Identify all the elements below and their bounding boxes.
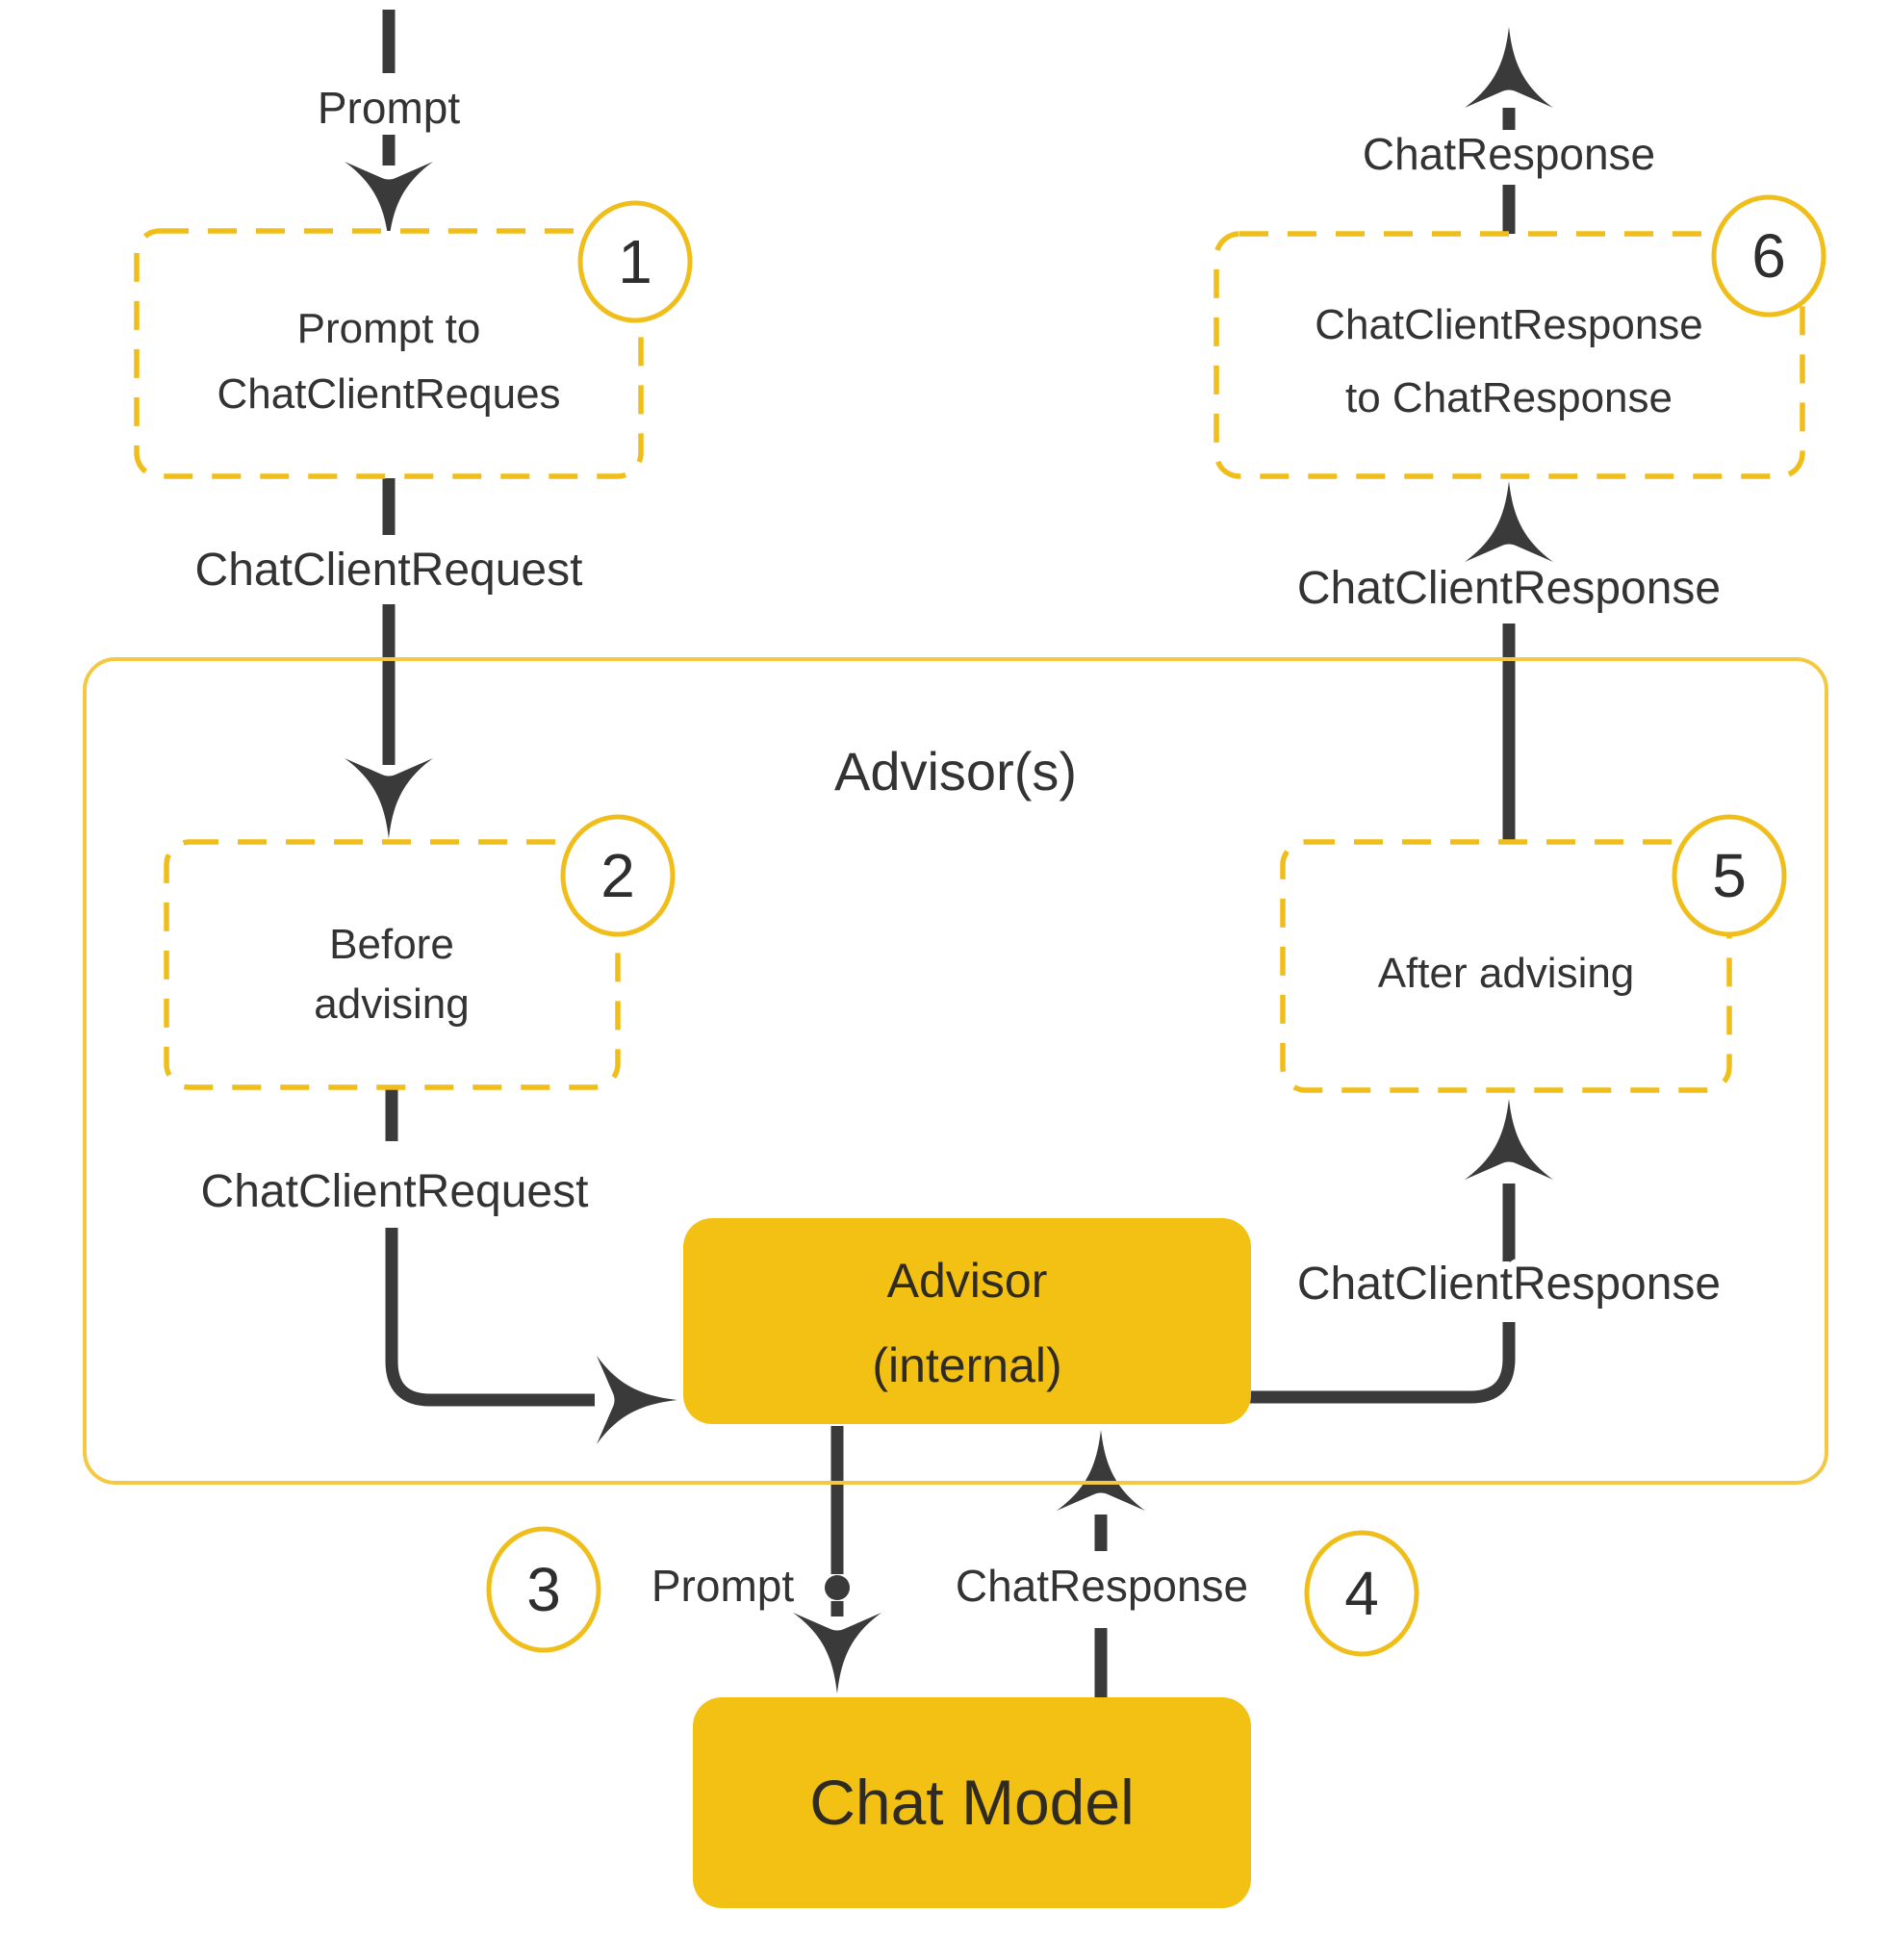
step5-badge-number: 5 xyxy=(1712,841,1747,910)
prompt-bottom-label: Prompt xyxy=(651,1561,794,1611)
chat-client-request-outer-label: ChatClientRequest xyxy=(195,545,583,596)
chat-response-out-label: ChatResponse xyxy=(1363,129,1655,179)
arrow-request-to-step2-head xyxy=(345,758,433,839)
step2-box xyxy=(164,839,621,1090)
step1-text-line1: Prompt to xyxy=(297,305,481,352)
step1-badge-number: 1 xyxy=(618,227,652,296)
arrow-prompt-to-step1-head xyxy=(345,162,433,242)
arrow-into-advisor-head xyxy=(597,1356,677,1444)
chat-model-label: Chat Model xyxy=(809,1767,1135,1838)
step3-badge xyxy=(486,1526,601,1653)
advisor-internal-line2: (internal) xyxy=(872,1338,1061,1392)
step1-box xyxy=(134,228,644,479)
step2-badge-number: 2 xyxy=(600,841,635,910)
advisor-internal-node xyxy=(683,1218,1251,1424)
arrow-into-advisor-bottom-head xyxy=(1057,1430,1145,1511)
elbow-request-to-advisor xyxy=(385,1228,595,1407)
step6-text-line1: ChatClientResponse xyxy=(1315,301,1703,348)
step6-badge-number: 6 xyxy=(1751,221,1786,291)
arrow-into-step6-head xyxy=(1465,481,1553,562)
step2-badge xyxy=(560,814,676,937)
step5-box xyxy=(1280,839,1732,1093)
elbow-advisor-to-response xyxy=(1249,1322,1516,1404)
chat-model-node xyxy=(693,1697,1251,1908)
arrow-response-to-step5-head xyxy=(1465,1099,1553,1180)
chat-client-response-outer-label: ChatClientResponse xyxy=(1297,563,1721,614)
step4-badge-number: 4 xyxy=(1344,1559,1379,1628)
step2-text-line1: Before xyxy=(329,921,454,968)
step1-badge xyxy=(577,200,693,323)
advisors-container-title: Advisor(s) xyxy=(834,741,1077,802)
chat-client-request-inner-label: ChatClientRequest xyxy=(201,1166,589,1217)
step5-text: After advising xyxy=(1378,950,1635,997)
chat-client-response-inner-label: ChatClientResponse xyxy=(1297,1259,1721,1310)
prompt-in-label: Prompt xyxy=(318,83,460,133)
step3-badge-number: 3 xyxy=(526,1555,561,1624)
step4-badge xyxy=(1304,1530,1419,1657)
arrow-into-chatmodel-head xyxy=(793,1613,881,1693)
step6-text-line2: to ChatResponse xyxy=(1345,374,1673,421)
step1-text-line2: ChatClientReques xyxy=(217,370,560,418)
step6-badge xyxy=(1711,194,1826,318)
step6-box xyxy=(1213,231,1805,479)
outgoing-response-head xyxy=(1465,27,1553,108)
advisors-container xyxy=(83,657,1828,1485)
step2-text-line2: advising xyxy=(314,980,469,1028)
chat-response-bottom-label: ChatResponse xyxy=(956,1561,1248,1611)
prompt-junction-dot xyxy=(825,1575,850,1600)
step5-badge xyxy=(1672,814,1787,937)
advisor-internal-line1: Advisor xyxy=(887,1254,1048,1308)
